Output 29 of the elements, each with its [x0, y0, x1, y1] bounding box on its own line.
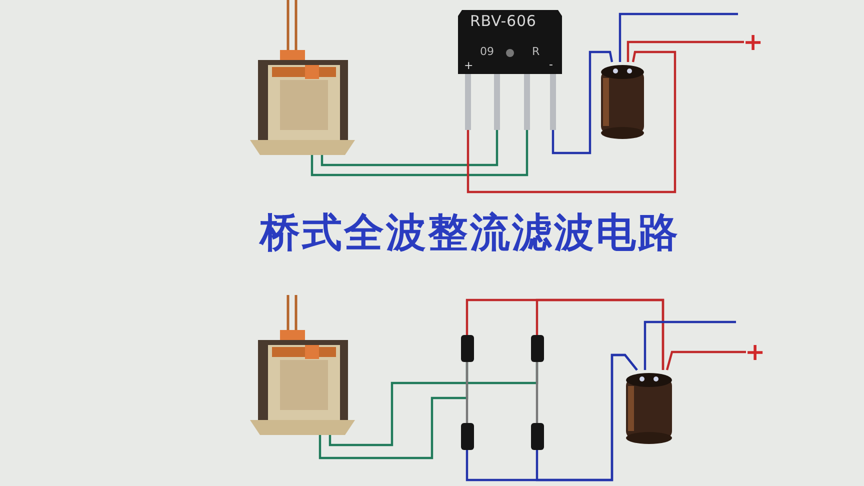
wire: [320, 130, 498, 166]
wire: [552, 50, 614, 154]
bridge-rectifier: [458, 10, 562, 130]
pin-sign: -: [549, 59, 553, 70]
diode: [531, 335, 544, 362]
wire: [644, 320, 736, 370]
diode: [461, 335, 474, 362]
pin-sign: +: [464, 60, 474, 71]
wire: [466, 50, 676, 194]
capacitor-drawing: [625, 370, 673, 445]
transformer-drawing: [250, 0, 355, 155]
transformer-drawing: [250, 295, 355, 435]
polarity-sign: +: [744, 30, 762, 54]
polarity-sign: +: [746, 340, 764, 364]
wire: [626, 40, 744, 62]
wire: [466, 362, 468, 423]
wire: [536, 298, 664, 370]
wire: [536, 362, 538, 423]
capacitor-drawing: [600, 62, 645, 140]
marking-text: R: [532, 46, 540, 57]
wire: [310, 130, 528, 176]
diode: [531, 423, 544, 450]
wire: [666, 350, 746, 370]
marking-text: 09: [480, 46, 494, 57]
diagram-title: 桥式全波整流滤波电路: [258, 209, 681, 258]
wire: [536, 354, 638, 482]
part-number: RBV-606: [470, 14, 536, 29]
wire: [618, 12, 738, 62]
diode: [461, 423, 474, 450]
